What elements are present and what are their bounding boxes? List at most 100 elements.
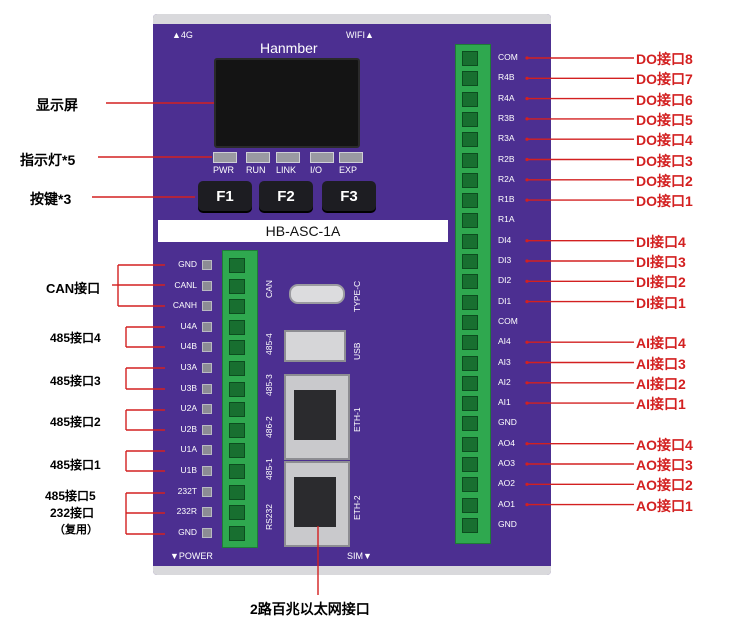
right-callout-label: DO接口4 bbox=[636, 132, 693, 149]
indicator-led bbox=[276, 152, 300, 163]
right-callout-dot bbox=[525, 381, 529, 385]
callout-485-2: 485接口2 bbox=[50, 415, 101, 429]
right-callout-dot bbox=[525, 239, 529, 243]
left-terminal-pin bbox=[229, 422, 245, 438]
left-terminal-pin bbox=[229, 381, 245, 397]
left-terminal-pin bbox=[229, 484, 245, 500]
callout-ethernet: 2路百兆以太网接口 bbox=[250, 601, 370, 617]
right-terminal-pin bbox=[462, 111, 478, 127]
left-pin-indicator bbox=[202, 486, 212, 497]
right-callout-dot bbox=[525, 462, 529, 466]
right-pin-label: DI3 bbox=[498, 255, 512, 265]
left-pin-label: 232R bbox=[176, 506, 197, 517]
right-callout-label: DI接口2 bbox=[636, 274, 686, 291]
left-pin-indicator bbox=[202, 383, 212, 394]
right-terminal-pin bbox=[462, 314, 478, 330]
callout-485-4: 485接口4 bbox=[50, 331, 101, 345]
right-pin-label: R4A bbox=[498, 92, 515, 103]
callout-485-1: 485接口1 bbox=[50, 458, 101, 472]
indicator-led bbox=[310, 152, 334, 163]
indicator-led-label: EXP bbox=[339, 165, 358, 175]
callout-485-3: 485接口3 bbox=[50, 374, 101, 388]
right-pin-label: R1A bbox=[498, 214, 515, 225]
left-pin-indicator bbox=[202, 301, 212, 312]
right-terminal-pin bbox=[462, 71, 478, 87]
indicator-led bbox=[339, 152, 363, 163]
right-callout-label: AO接口4 bbox=[636, 436, 693, 453]
left-pin-label: U2A bbox=[180, 403, 197, 414]
device-bottom-rail bbox=[153, 566, 551, 575]
corner-label-4g: ▲4G bbox=[172, 30, 193, 40]
left-terminal-pin bbox=[229, 258, 245, 273]
right-terminal-pin bbox=[462, 477, 478, 493]
model-label: HB-ASC-1A bbox=[158, 220, 448, 242]
right-callout-label: AO接口1 bbox=[636, 497, 693, 514]
right-callout-label: AI接口4 bbox=[636, 335, 686, 352]
right-callout-label: AO接口3 bbox=[636, 457, 693, 473]
left-pin-indicator bbox=[202, 342, 212, 353]
right-callout-dot bbox=[525, 178, 529, 182]
right-terminal-pin bbox=[462, 274, 478, 290]
right-callout-dot bbox=[525, 97, 529, 101]
left-terminal-pin bbox=[229, 464, 245, 479]
callout-232: 232接口 bbox=[50, 506, 95, 520]
callout-485-5: 485接口5 bbox=[45, 489, 96, 503]
right-callout-dot bbox=[525, 198, 529, 202]
right-callout-label: AO接口2 bbox=[636, 477, 693, 494]
right-terminal-pin bbox=[462, 213, 478, 229]
callout-can: CAN接口 bbox=[46, 281, 101, 296]
right-callout-label: DO接口3 bbox=[636, 152, 693, 169]
right-terminal-pin bbox=[462, 335, 478, 351]
right-terminal-pin bbox=[462, 152, 478, 168]
right-terminal-pin bbox=[462, 193, 478, 209]
right-callout-label: AI接口2 bbox=[636, 375, 686, 392]
usb-type-c-port bbox=[289, 284, 345, 304]
right-pin-label: R4B bbox=[498, 72, 515, 83]
left-pin-label: U1B bbox=[180, 465, 197, 475]
right-terminal-pin bbox=[462, 517, 478, 533]
right-callout-label: DO接口8 bbox=[636, 51, 693, 67]
right-callout-dot bbox=[525, 340, 529, 344]
indicator-led-label: I/O bbox=[310, 165, 323, 175]
right-terminal-pin bbox=[462, 436, 478, 452]
right-callout-dot bbox=[525, 482, 529, 486]
usb-port bbox=[284, 330, 346, 362]
left-pin-label: U3B bbox=[180, 382, 197, 393]
indicator-led-label: LINK bbox=[276, 165, 297, 175]
right-terminal-pin bbox=[462, 132, 478, 148]
right-pin-label: COM bbox=[498, 315, 518, 326]
right-callout-dot bbox=[525, 442, 529, 446]
right-terminal-pin bbox=[462, 497, 478, 513]
right-pin-label: R2B bbox=[498, 153, 515, 164]
right-callout-label: AI接口3 bbox=[636, 355, 686, 372]
left-pin-indicator bbox=[202, 527, 212, 538]
function-key-button: F3 bbox=[322, 181, 376, 211]
right-pin-label: DI2 bbox=[498, 275, 512, 286]
right-callout-dot bbox=[525, 401, 529, 405]
right-callout-label: DI接口3 bbox=[636, 254, 686, 270]
right-pin-label: R2A bbox=[498, 173, 515, 184]
left-pin-indicator bbox=[202, 424, 212, 435]
left-pin-indicator bbox=[202, 280, 212, 291]
right-terminal-pin bbox=[462, 233, 478, 249]
right-callout-dot bbox=[525, 360, 529, 365]
right-callout-dot bbox=[525, 56, 529, 60]
left-pin-label: GND bbox=[178, 526, 197, 537]
right-pin-label: COM bbox=[498, 52, 518, 62]
left-pin-label: U1A bbox=[180, 444, 197, 455]
right-terminal-pin bbox=[462, 294, 478, 310]
right-callout-label: DO接口2 bbox=[636, 172, 693, 189]
callout-keys: 按键*3 bbox=[30, 191, 72, 207]
indicator-led bbox=[246, 152, 270, 163]
right-callout-label: DO接口1 bbox=[636, 193, 693, 210]
left-pin-label: U4B bbox=[180, 341, 197, 352]
corner-label-sim: SIM▼ bbox=[347, 551, 372, 561]
right-terminal-pin bbox=[462, 457, 478, 472]
indicator-led-label: RUN bbox=[246, 165, 266, 175]
right-callout-dot bbox=[525, 157, 529, 162]
left-terminal-pin bbox=[229, 278, 245, 294]
left-terminal-pin bbox=[229, 505, 245, 521]
brand-label: Hanmber bbox=[260, 40, 318, 56]
corner-label-power: ▼POWER bbox=[170, 551, 213, 561]
right-callout-dot bbox=[525, 259, 529, 263]
